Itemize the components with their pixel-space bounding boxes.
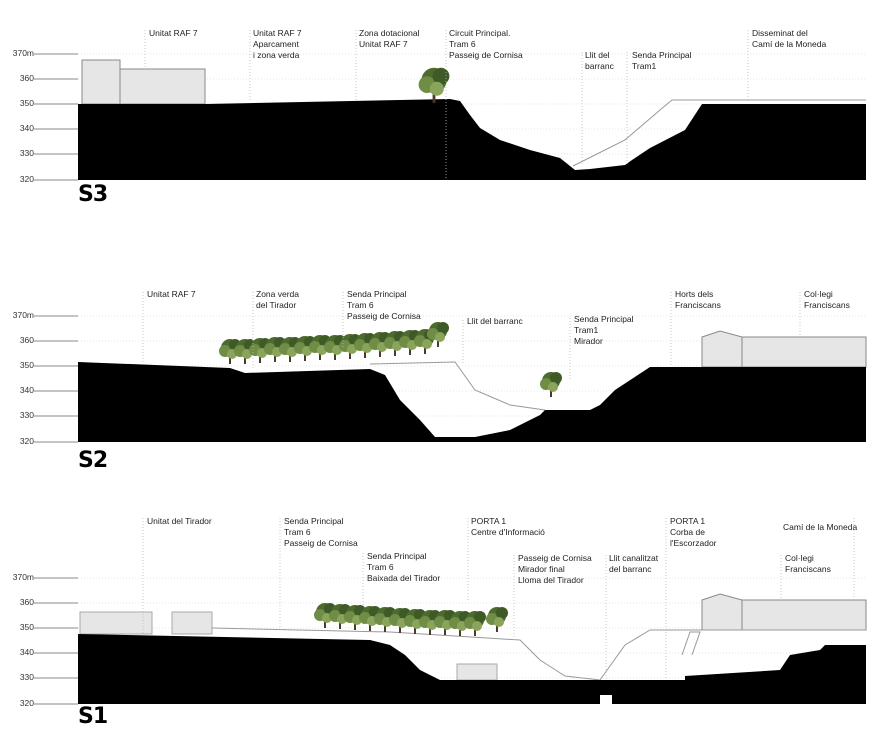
annotation-label: Senda Principal Tram1 xyxy=(632,50,692,71)
annotation-label: Horts dels Franciscans xyxy=(675,289,721,310)
axis-tick: 350 xyxy=(19,98,34,108)
building xyxy=(171,611,213,635)
annotation-label: Circuit Principal. Tram 6 Passeig de Cor… xyxy=(449,28,523,60)
annotation-label: Senda Principal Tram 6 Baixada del Tirad… xyxy=(367,551,441,583)
axis-tick: 330 xyxy=(19,410,34,420)
terrain-s3 xyxy=(78,99,866,180)
tree-icon xyxy=(418,67,450,103)
axis-tick: 360 xyxy=(19,597,34,607)
axis-tick: 320 xyxy=(19,436,34,446)
annotation-label: Unitat RAF 7 xyxy=(149,28,198,38)
section-s2-axis xyxy=(34,315,78,443)
annotation-label: Unitat del Tirador xyxy=(147,516,212,526)
axis-tick: 350 xyxy=(19,622,34,632)
section-title-s3: S3 xyxy=(78,182,108,207)
axis-tick: 320 xyxy=(19,174,34,184)
axis-tick: 340 xyxy=(19,385,34,395)
axis-tick: 350 xyxy=(19,360,34,370)
axis-tick: 340 xyxy=(19,123,34,133)
annotation-label: Senda Principal Tram1 Mirador xyxy=(574,314,634,346)
section-title-s1: S1 xyxy=(78,704,108,729)
path-line xyxy=(369,361,546,411)
annotation-label: PORTA 1 Corba de l'Escorzador xyxy=(670,516,717,548)
building xyxy=(701,593,867,631)
axis-tick: 320 xyxy=(19,698,34,708)
axis-tick: 360 xyxy=(19,335,34,345)
section-s3-axis xyxy=(34,53,78,181)
building xyxy=(456,663,498,681)
annotation-label: Llit del barranc xyxy=(585,50,614,71)
annotation-label: Passeig de Cornisa Mirador final Lloma d… xyxy=(518,553,592,585)
annotation-label: Unitat RAF 7 Aparcament i zona verda xyxy=(253,28,302,60)
building xyxy=(701,330,867,368)
axis-tick: 370m xyxy=(12,310,34,320)
annotation-label: Llit canalitzat del barranc xyxy=(609,553,659,574)
annotation-label: Col·legi Franciscans xyxy=(804,289,850,310)
annotation-label: Disseminat del Camí de la Moneda xyxy=(752,28,827,49)
terrain-s2 xyxy=(78,362,866,442)
annotation-label: Zona verda del Tirador xyxy=(256,289,299,310)
section-s2-grid xyxy=(78,315,866,417)
axis-tick: 370m xyxy=(12,48,34,58)
building xyxy=(79,611,153,635)
building xyxy=(119,68,206,105)
annotation-label: PORTA 1 Centre d'Informació xyxy=(471,516,545,537)
path-line xyxy=(572,99,866,167)
annotation-label: Unitat RAF 7 xyxy=(147,289,196,299)
building xyxy=(81,59,121,105)
axis-tick: 340 xyxy=(19,647,34,657)
annotation-label: Senda Principal Tram 6 Passeig de Cornis… xyxy=(284,516,358,548)
annotation-label: Zona dotacional Unitat RAF 7 xyxy=(359,28,420,49)
axis-tick: 330 xyxy=(19,148,34,158)
leader-lines xyxy=(142,30,855,680)
annotation-label: Camí de la Moneda xyxy=(783,522,858,532)
annotation-label: Senda Principal Tram 6 Passeig de Cornis… xyxy=(347,289,421,321)
section-s1-axis xyxy=(34,577,78,705)
terrain-s1 xyxy=(78,634,866,704)
axis-tick: 330 xyxy=(19,672,34,682)
section-title-s2: S2 xyxy=(78,448,108,473)
annotation-label: Llit del barranc xyxy=(467,316,523,326)
axis-tick: 370m xyxy=(12,572,34,582)
annotation-label: Col·legi Franciscans xyxy=(785,553,831,574)
axis-tick: 360 xyxy=(19,73,34,83)
